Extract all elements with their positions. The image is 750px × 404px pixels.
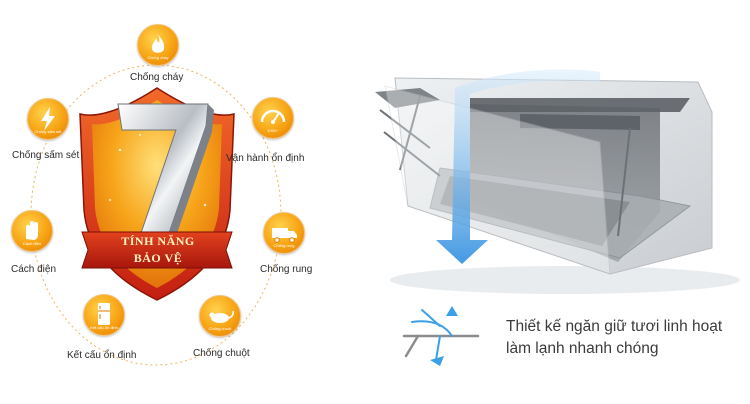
truck-icon [272, 228, 297, 243]
feature-badge-mouse: Chống chuột [199, 295, 241, 337]
mouse-icon [209, 310, 234, 323]
feature-badge-lightning: Chống sấm sét [27, 98, 69, 140]
feature-label-fridge: Kết cấu ổn định [67, 350, 137, 361]
feature-label-gauge: Vận hành ổn định [226, 153, 305, 164]
caption-line-2: làm lạnh nhanh chóng [506, 340, 659, 357]
feature-label-truck: Chống rung [260, 264, 313, 275]
fire-icon [151, 34, 165, 53]
lightning-icon [41, 107, 55, 131]
fridge-icon [98, 303, 110, 325]
feature-label-hand: Cách điện [11, 264, 57, 275]
feature-badge-fridge: Kết cấu ổn định [83, 294, 125, 336]
shield-ribbon [81, 231, 233, 269]
ribbon-line-2: BẢO VỆ [133, 251, 183, 265]
cold-air-flow-arrow [436, 69, 600, 264]
shelf-flip-icon [402, 306, 480, 366]
ribbon-line-1: TÍNH NĂNG [121, 234, 195, 248]
fridge-compartment-illustration [375, 69, 740, 294]
protection-shield [79, 87, 235, 301]
feature-badge-fire: Chống cháy [137, 24, 179, 66]
feature-label-mouse: Chống chuột [193, 348, 250, 359]
caption-line-1: Thiết kế ngăn giữ tươi linh hoạt [506, 318, 723, 335]
feature-badge-hand: Cách điện [11, 210, 53, 252]
feature-badge-truck: Chống rung [263, 212, 305, 254]
gauge-icon [260, 109, 286, 124]
feature-label-fire: Chống cháy [130, 72, 184, 83]
hand-icon [26, 221, 38, 240]
feature-badge-gauge: 100V~ [252, 97, 294, 139]
feature-label-lightning: Chống sấm sét [12, 150, 80, 161]
